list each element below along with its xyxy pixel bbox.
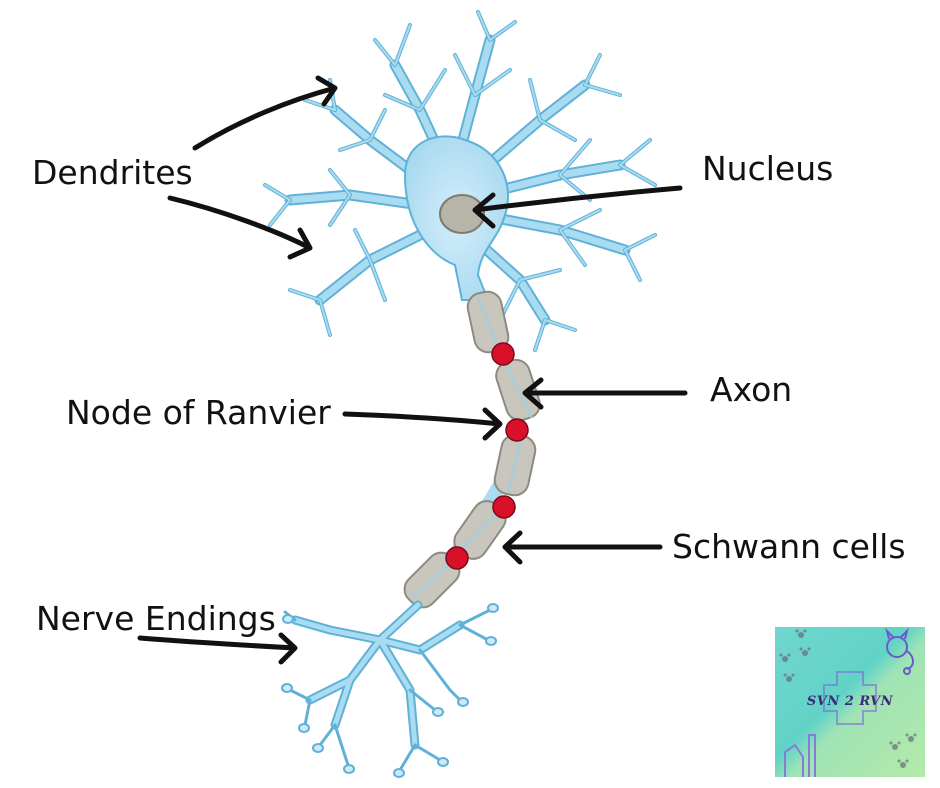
schwann-cells-arrow: [502, 530, 663, 565]
nucleus-label: Nucleus: [702, 149, 834, 188]
node-of-ranvier: [445, 546, 469, 570]
nodes-of-ranvier: [445, 342, 529, 570]
logo-text: SVN 2 RVN: [806, 694, 894, 709]
nucleus-arrow: [472, 185, 683, 229]
node-of-ranvier: [505, 418, 529, 442]
nucleus: [439, 194, 485, 234]
nerve-endings-arrow: [137, 632, 298, 665]
node-of-ranvier-arrow: [342, 407, 503, 441]
dendrites-arrow-lower: [167, 195, 313, 260]
myelin-sheath: [403, 290, 541, 609]
axon-label: Axon: [710, 370, 793, 409]
leader-arrows: [137, 75, 688, 665]
svn2rvn-logo: SVN 2 RVN: [775, 627, 925, 777]
nerve-endings-label: Nerve Endings: [36, 599, 276, 638]
node-of-ranvier-label: Node of Ranvier: [66, 393, 331, 432]
node-of-ranvier: [491, 342, 515, 366]
schwann-cells-label: Schwann cells: [672, 527, 906, 566]
logo-decorations: [779, 627, 917, 777]
dendrites-arrow-upper: [192, 75, 338, 151]
axon-arrow: [522, 377, 688, 410]
axon-terminals: [281, 600, 499, 778]
node-of-ranvier: [492, 495, 516, 519]
dendrites-label: Dendrites: [32, 153, 193, 192]
myelin-highlights: [410, 295, 534, 600]
